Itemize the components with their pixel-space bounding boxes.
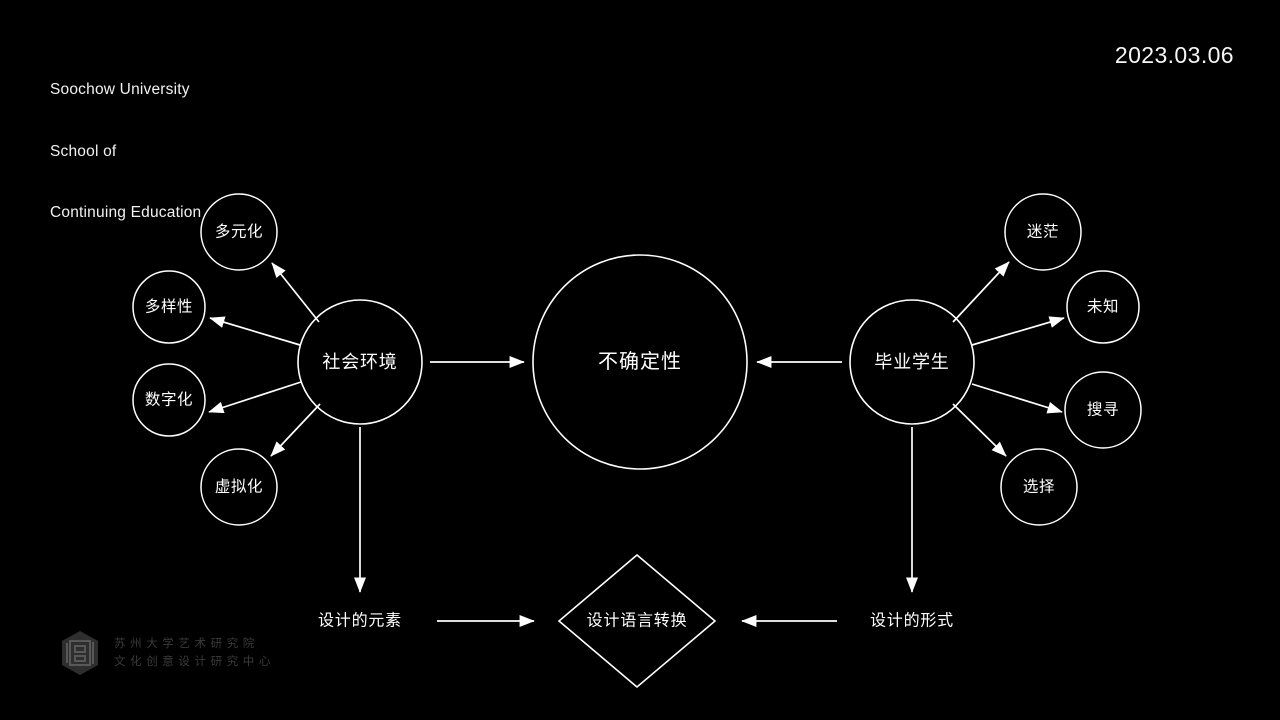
node-virtualization[interactable]: 虚拟化: [200, 448, 278, 526]
edge-students-to-unknown: [971, 316, 1065, 346]
edge-social-to-diversification: [271, 262, 320, 323]
node-variety-circle: [132, 270, 206, 344]
institution-line-1: Soochow University: [50, 81, 190, 98]
edge-students-to-choice: [952, 403, 1007, 457]
label-design-forms: 设计的形式: [870, 612, 954, 630]
institution-line-2: School of: [50, 142, 117, 160]
node-diversification-label: 多元化: [215, 223, 263, 241]
institute-logo-text: 苏州大学艺术研究院 文化创意设计研究中心: [114, 637, 275, 669]
node-digitalization-label: 数字化: [145, 391, 193, 409]
node-unknown-circle: [1066, 270, 1140, 344]
node-confusion-circle: [1004, 193, 1082, 271]
institute-logo-line-1: 苏州大学艺术研究院: [114, 638, 259, 650]
seal-hexagon-icon: [62, 631, 98, 675]
node-virtualization-label: 虚拟化: [215, 478, 263, 496]
node-unknown[interactable]: 未知: [1066, 270, 1140, 344]
edges-right-cluster: [952, 261, 1065, 457]
node-digitalization-circle: [132, 363, 206, 437]
node-uncertainty-label: 不确定性: [598, 350, 682, 373]
node-search[interactable]: 搜寻: [1064, 371, 1142, 449]
node-choice-circle: [1000, 448, 1078, 526]
node-choice-label: 选择: [1023, 478, 1055, 496]
node-variety-label: 多样性: [145, 298, 193, 316]
node-graduating-students-circle: [849, 299, 975, 425]
node-graduating-students-label: 毕业学生: [874, 352, 949, 372]
node-design-language-translation-diamond: [557, 553, 717, 689]
node-digitalization[interactable]: 数字化: [132, 363, 206, 437]
edge-students-to-search: [971, 383, 1063, 414]
node-design-language-translation[interactable]: 设计语言转换: [557, 553, 717, 689]
node-variety[interactable]: 多样性: [132, 270, 206, 344]
edge-social-to-digitalization: [208, 381, 302, 414]
node-confusion-label: 迷茫: [1027, 223, 1059, 241]
edge-social-to-variety: [209, 316, 301, 346]
node-confusion[interactable]: 迷茫: [1004, 193, 1082, 271]
institute-logo-line-2: 文化创意设计研究中心: [114, 656, 275, 668]
slide-date: 2023.03.06: [1114, 42, 1234, 68]
node-search-label: 搜寻: [1087, 401, 1119, 419]
institution-name: Soochow University School of Continuing …: [50, 39, 201, 265]
edge-students-to-confusion: [952, 261, 1010, 323]
institute-logo: 苏州大学艺术研究院 文化创意设计研究中心: [58, 629, 275, 677]
edges-left-cluster: [208, 262, 321, 457]
node-choice[interactable]: 选择: [1000, 448, 1078, 526]
node-design-language-translation-label: 设计语言转换: [587, 612, 688, 630]
node-uncertainty-circle: [532, 254, 748, 470]
node-virtualization-circle: [200, 448, 278, 526]
edge-social-to-virtualization: [270, 403, 321, 457]
node-uncertainty[interactable]: 不确定性: [532, 254, 748, 470]
node-graduating-students[interactable]: 毕业学生: [849, 299, 975, 425]
node-social-environment[interactable]: 社会环境: [297, 299, 423, 425]
node-diversification-circle: [200, 193, 278, 271]
node-social-environment-circle: [297, 299, 423, 425]
label-design-elements: 设计的元素: [318, 612, 402, 630]
node-unknown-label: 未知: [1087, 298, 1119, 316]
institution-line-3: Continuing Education: [50, 204, 202, 221]
node-diversification[interactable]: 多元化: [200, 193, 278, 271]
node-search-circle: [1064, 371, 1142, 449]
node-social-environment-label: 社会环境: [322, 352, 397, 372]
